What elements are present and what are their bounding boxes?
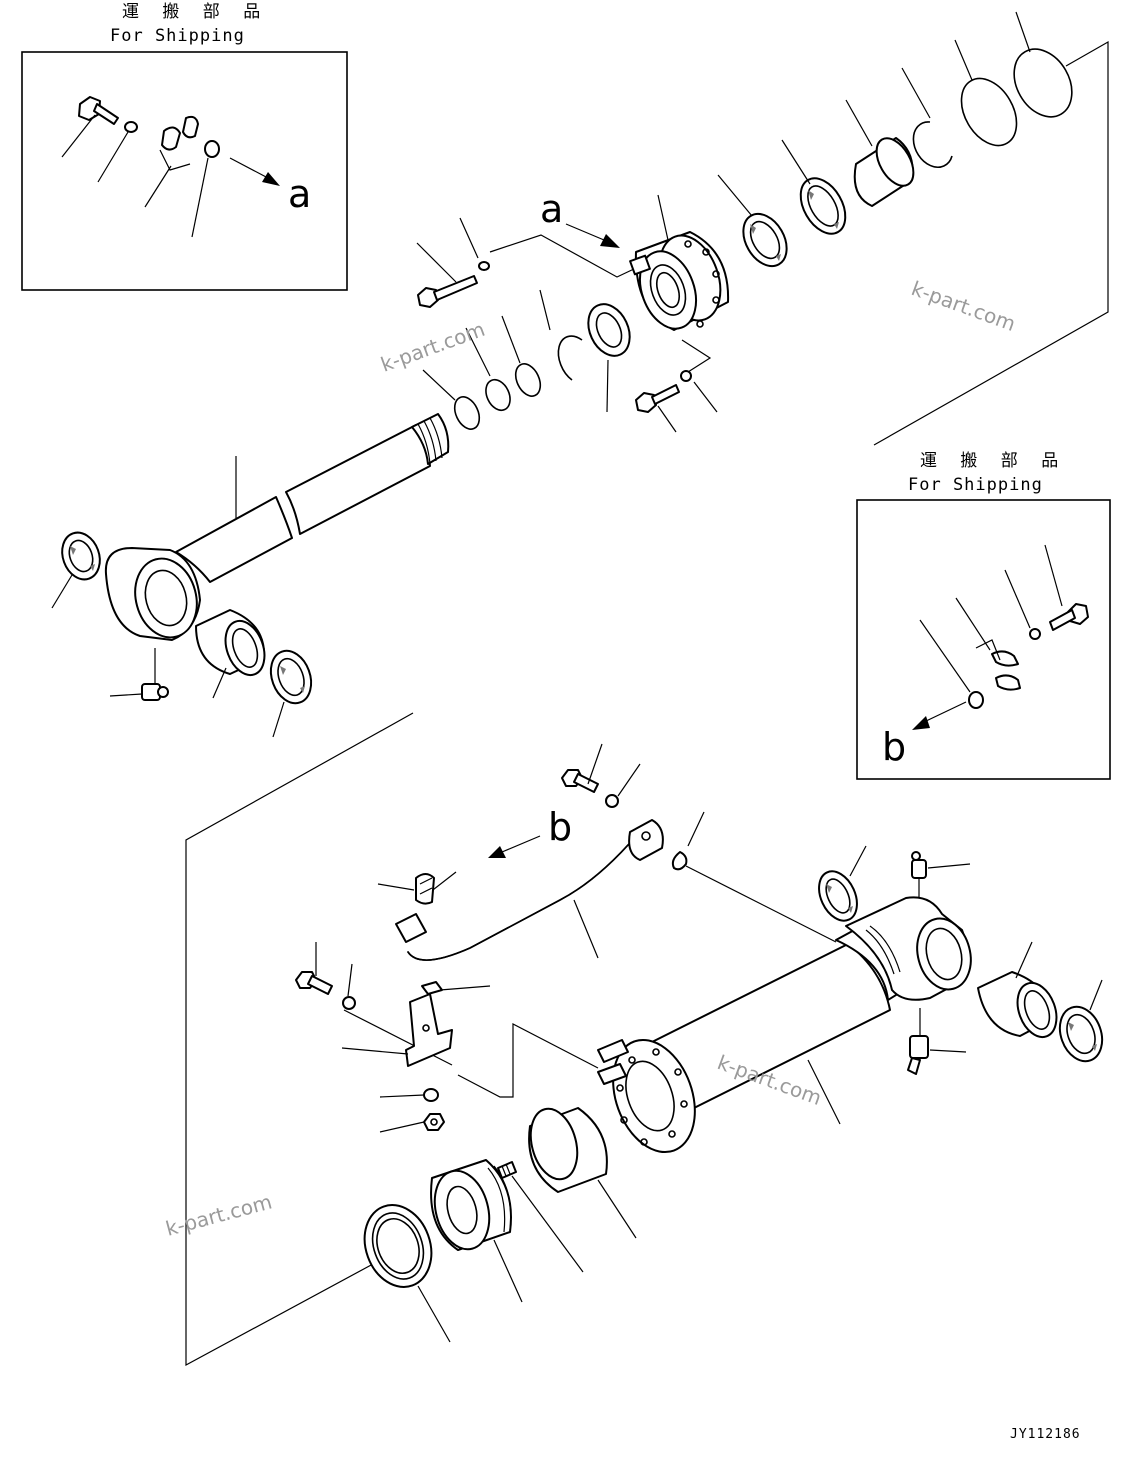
leader-line [1044,544,1063,607]
bracket-washer-left [342,996,356,1010]
arrow-b-shaft [501,835,541,853]
head-washer-top [478,261,490,271]
dust-seal-rod-eye [61,531,101,581]
dust-seal-bottom-top [818,870,858,922]
upper-leader-lines [51,11,1031,738]
shipping-bolt-top [78,96,119,125]
shipping-clamp-right [975,639,1021,691]
bushing-bottom [977,971,1058,1039]
shipping-box-right-title-jp: 運 搬 部 品 [920,451,1067,471]
head-bolt-bottom [635,384,680,413]
arrow-to-b [923,701,967,723]
arrowhead [912,716,930,730]
shipping-box-top-title-jp: 運 搬 部 品 [122,2,269,22]
pipe-clamp [415,873,435,905]
leader-line [61,114,96,158]
shipping-box-right-frame [856,499,1111,780]
leader-line [955,597,991,651]
leader-line [1004,569,1031,629]
cylinder-tube [597,896,972,1154]
leader-line [919,619,971,693]
arrow-to-a [229,157,269,179]
shipping-box-top-frame [21,51,348,291]
drawing-code: JY112186 [1010,1427,1081,1442]
piston [430,1159,512,1251]
seal-upper [742,212,788,268]
dust-seal-bottom [1058,1005,1104,1063]
shipping-ring-top [204,140,220,158]
pipe-o-ring [671,851,688,871]
lower-assembly-ref-letter: b [548,805,572,849]
shipping-box-right-ref-letter: b [882,725,906,769]
shipping-bolt-right [1049,603,1089,631]
watermark: k-part.com [378,317,489,377]
shipping-box-top: 運 搬 部 品 For Shipping a [21,2,348,291]
bracket-bolt [295,971,333,995]
shipping-box-top-title-en: For Shipping [110,26,245,46]
shipping-clamp-top [159,115,199,171]
piston-wear-ring [528,1107,608,1193]
pipe-bracket [405,993,453,1067]
cylinder-head [629,231,730,331]
head-bolt-top [417,275,478,308]
arrowhead [262,172,280,186]
bracket-washer [423,1088,439,1102]
piston-rod [104,413,450,641]
shipping-box-top-ref-letter: a [288,172,311,216]
bracket-spacer [421,981,443,995]
grease-fitting-bottom-top [911,851,927,898]
backup-ring [960,77,1018,147]
shipping-box-right: 運 搬 部 品 For Shipping b [856,451,1111,780]
snap-ring-large [1013,48,1073,118]
bushing-upper-right [853,137,915,207]
pipe-flange-bolt [561,769,599,793]
shipping-ring-right [968,691,984,709]
dust-seal-rod-eye-2 [269,649,313,705]
upper-frame-lines [489,40,1109,446]
upper-assembly-ref-letter: a [540,187,563,231]
snap-ring-upper [557,335,583,381]
hydraulic-pipe [395,819,664,961]
rod-bushing [587,303,631,357]
watermark: k-part.com [908,276,1019,336]
piston-seal [363,1204,433,1288]
bushing-rod-eye [195,609,266,677]
head-washer-bottom [680,370,692,382]
shipping-washer-top [124,121,138,133]
leader-line [191,157,209,238]
leader-line [97,131,129,183]
lower-leader-lines [315,743,1103,1343]
retaining-ring [912,121,953,168]
backup-ring-upper [485,378,511,412]
pipe-flange-washer [605,794,619,808]
arrow-a-shaft [565,223,605,241]
shipping-box-right-title-en: For Shipping [908,475,1043,495]
o-ring-rod [453,396,481,430]
shipping-washer-right [1029,628,1041,640]
arrowhead [600,234,620,248]
grease-fitting-bottom-low [907,1008,929,1075]
dust-seal-upper [799,177,847,235]
bracket-nut [423,1113,445,1131]
o-ring-upper [514,363,542,397]
watermark: k-part.com [163,1189,274,1240]
arrowhead [488,846,506,858]
grease-fitting-rod-eye [141,648,169,701]
leader-line [144,165,172,208]
